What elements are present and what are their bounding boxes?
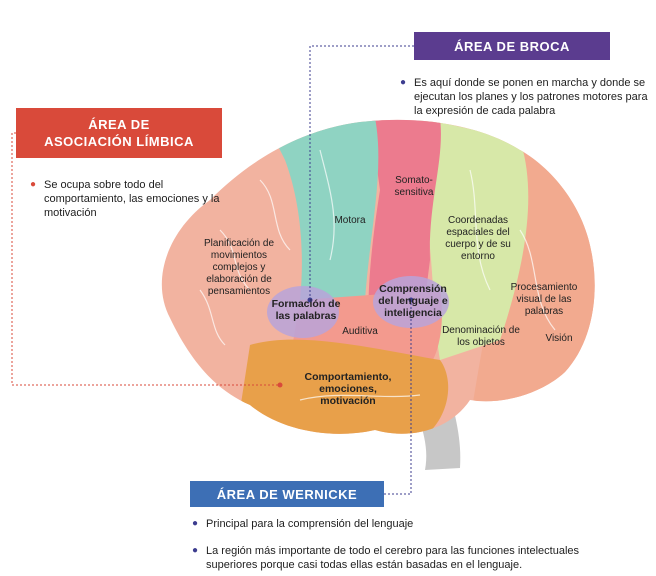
bullet-icon: ● [400,77,407,88]
limbica-title-line2: ASOCIACIÓN LÍMBICA [44,134,194,149]
label-motora: Motora [334,215,366,226]
label-planificacion: Planificación de movimientos complejos y… [203,238,275,297]
broca-text: Es aquí donde se ponen en marcha y donde… [414,77,648,117]
wernicke-connector [384,300,412,495]
label-comportamiento: Comportamiento, emociones, motivación [304,371,392,407]
broca-connector [309,45,414,300]
wernicke-title-box: ÁREA DE WERNICKE [190,481,384,507]
limbica-title-line1: ÁREA DE [88,117,150,132]
broca-title-box: ÁREA DE BROCA [414,32,610,60]
wernicke-text-2: La región más importante de todo el cere… [206,545,580,571]
label-formacion: Formación de las palabras [271,298,341,322]
label-denominacion: Denominación de los objetos [442,325,520,348]
label-coordenadas: Coordenadas espaciales del cuerpo y de s… [445,215,511,262]
label-comprension: Comprensión del lenguaje e inteligencia [378,283,448,319]
label-procesamiento: Procesamiento visual de las palabras [510,282,578,317]
bullet-icon: ● [30,179,37,190]
formacion-highlight [267,286,339,338]
bullet-icon: ● [192,518,199,529]
bullet-icon: ● [192,545,199,556]
wernicke-text-1: Principal para la comprensión del lengua… [206,518,414,530]
wernicke-note-2: ● La región más importante de todo el ce… [192,544,632,572]
broca-note: ● Es aquí donde se ponen en marcha y don… [400,76,650,118]
limbica-connector [11,132,280,386]
wernicke-note-1: ● Principal para la comprensión del leng… [192,517,632,531]
motor-region [270,119,379,300]
label-vision: Visión [545,333,573,344]
limbica-title-box: ÁREA DE ASOCIACIÓN LÍMBICA [16,108,222,158]
limbica-text: Se ocupa sobre todo del comportamiento, … [44,179,220,219]
broca-title: ÁREA DE BROCA [454,38,570,54]
label-somato: Somato-sensitiva [394,175,434,198]
label-auditiva: Auditiva [342,326,378,337]
temporal-region [240,339,449,434]
limbica-note: ● Se ocupa sobre todo del comportamiento… [30,178,230,220]
wernicke-title: ÁREA DE WERNICKE [216,486,358,502]
